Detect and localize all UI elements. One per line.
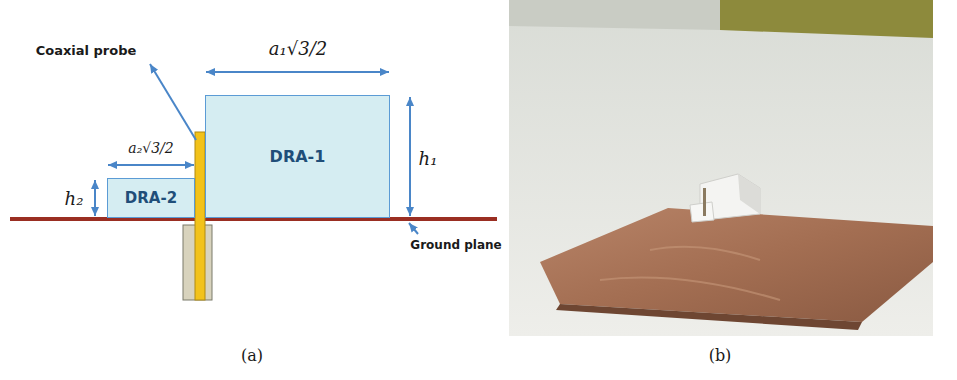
dimension-label: a₁√3/2 <box>269 38 327 59</box>
dimension-arrow <box>108 164 194 166</box>
dielectric-resonator: DRA-1 <box>205 95 390 218</box>
node-label: DRA-1 <box>270 147 326 166</box>
dimension-label: h₂ <box>65 188 84 209</box>
subfigure-label: (a) <box>241 346 263 365</box>
dimension-label: h₁ <box>419 148 438 169</box>
leader-arrow <box>150 64 196 140</box>
dielectric-resonator: DRA-2 <box>107 178 195 218</box>
part-label: Coaxial probe <box>36 43 137 58</box>
photo <box>509 0 933 336</box>
dimension-arrow <box>409 97 411 216</box>
dimension-arrow <box>206 71 389 73</box>
part-label: Ground plane <box>410 238 501 252</box>
dimension-label: a₂√3/2 <box>128 140 173 156</box>
leader-arrow <box>409 223 418 234</box>
subfigure-label: (b) <box>709 346 732 365</box>
node-label: DRA-2 <box>125 189 177 207</box>
dimension-arrow <box>94 180 96 216</box>
probe <box>195 132 205 300</box>
